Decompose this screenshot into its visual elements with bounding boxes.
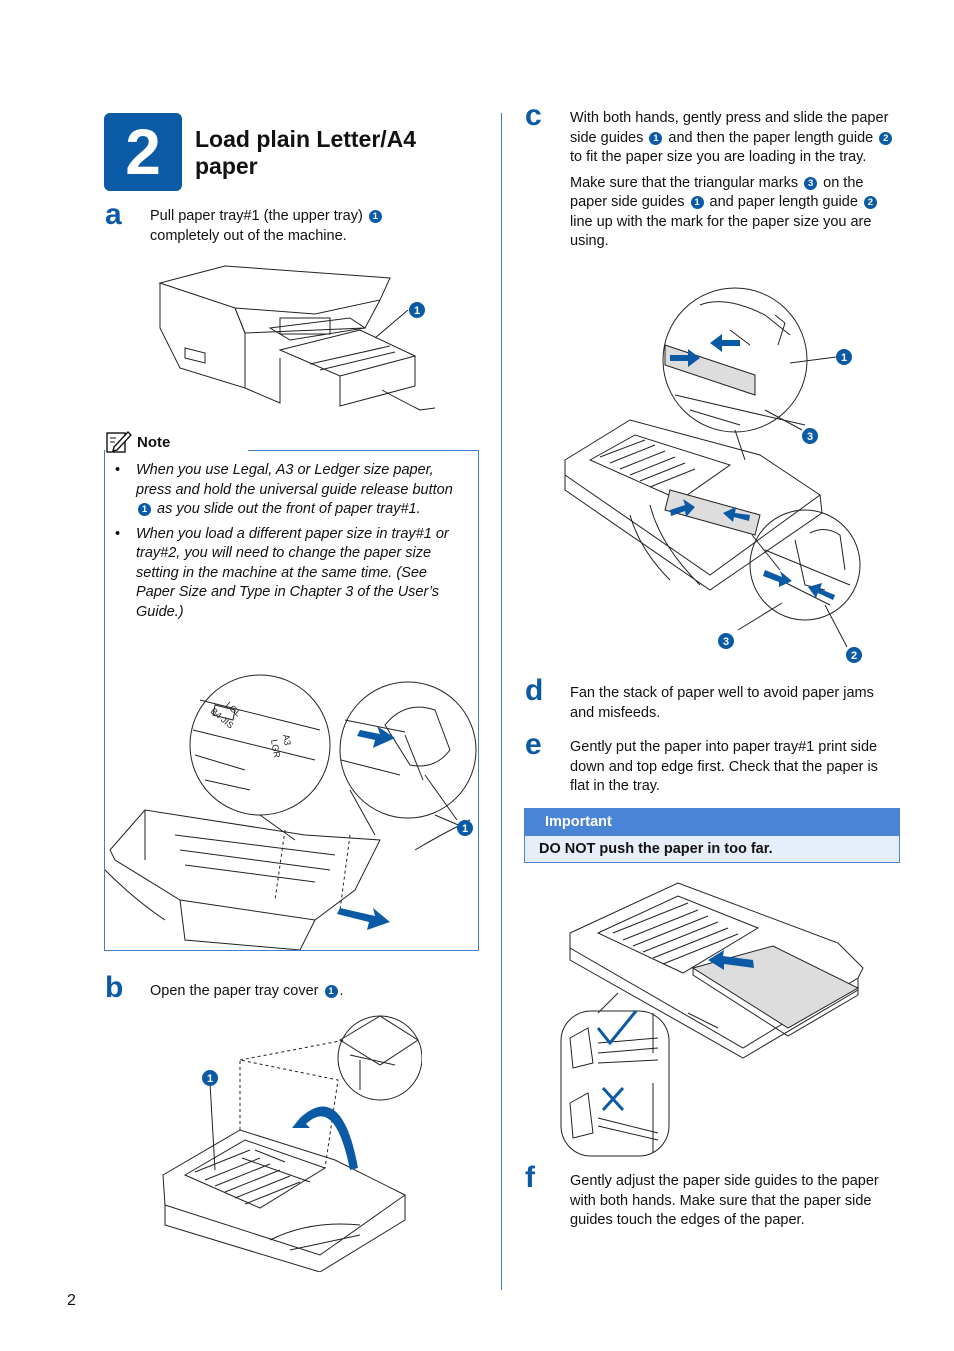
paper-loading-illustration xyxy=(560,882,864,1157)
callout-1: 1 xyxy=(690,196,704,209)
step-a-text: Pull paper tray#1 (the upper tray) 1 com… xyxy=(150,207,470,246)
slide-arrow-icon xyxy=(808,583,835,600)
pull-arrow-icon xyxy=(337,908,390,930)
callout-2: 2 xyxy=(863,196,877,209)
slide-arrow-icon xyxy=(670,349,700,367)
note-item2: When you load a different paper size in … xyxy=(136,525,449,620)
step-c-p2-d: line up with the mark for the paper size… xyxy=(570,213,872,250)
fig-note-callout: 1 xyxy=(462,823,468,835)
page-number: 2 xyxy=(67,1292,76,1309)
step-f-letter: f xyxy=(525,1161,535,1194)
check-icon xyxy=(596,1010,638,1046)
important-heading: Important xyxy=(524,808,900,836)
step-title: Load plain Letter/A4 paper xyxy=(195,126,417,179)
step-a-text-1: Pull paper tray#1 (the upper tray) xyxy=(150,208,363,224)
callout-1: 1 xyxy=(368,210,382,223)
step-b-text: Open the paper tray cover 1. xyxy=(150,982,470,1002)
note-item1-part1: When you use Legal, A3 or Ledger size pa… xyxy=(136,462,453,498)
push-arrow-icon xyxy=(357,726,395,748)
callout-1: 1 xyxy=(649,131,663,145)
callout-2: 2 xyxy=(879,131,893,145)
universal-guide-release-illustration: B4 JIS LGL A3 LGR 1 xyxy=(105,674,477,950)
open-tray-cover-illustration: 1 xyxy=(162,1015,422,1272)
step-a-letter: a xyxy=(105,198,122,231)
fig-c-callout-3b: 3 xyxy=(723,636,729,648)
slide-arrow-icon xyxy=(710,334,740,352)
step-f-text: Gently adjust the paper side guides to t… xyxy=(570,1173,879,1228)
step-b-end: . xyxy=(339,983,344,999)
note-pencil-icon xyxy=(106,430,132,453)
step-b-letter: b xyxy=(105,971,124,1004)
fig-b-callout: 1 xyxy=(207,1073,213,1085)
step-c-paragraph-1: With both hands, gently press and slide … xyxy=(570,109,900,168)
slide-arrow-icon xyxy=(670,499,695,517)
step-d-text: Fan the stack of paper well to avoid pap… xyxy=(570,685,874,721)
note-box xyxy=(104,450,479,951)
callout-1: 1 xyxy=(324,985,338,998)
step-c-p1-c: to fit the paper size you are loading in… xyxy=(570,149,867,165)
fig-a-callout: 1 xyxy=(414,305,420,317)
step-c-p1-b: and then the paper length guide xyxy=(668,129,874,146)
step-number-box: 2 xyxy=(104,113,182,191)
note-item: When you load a different paper size in … xyxy=(112,525,467,623)
step-b-text-main: Open the paper tray cover xyxy=(150,983,319,999)
column-divider xyxy=(501,113,502,1290)
fig-c-callout-1: 1 xyxy=(841,352,847,364)
callout-3: 3 xyxy=(804,176,818,190)
step-c-p1-a: With both hands, gently press and slide … xyxy=(570,110,889,146)
note-list: When you use Legal, A3 or Ledger size pa… xyxy=(112,461,467,627)
step-c-p2-c: and paper length guide xyxy=(709,194,858,210)
note-top-border xyxy=(248,450,479,451)
fig-c-callout-2: 2 xyxy=(851,650,857,662)
open-cover-arrow-icon xyxy=(300,1106,358,1170)
step-d-letter: d xyxy=(525,674,544,707)
fig-c-callout-3a: 3 xyxy=(807,431,813,443)
note-heading: Note xyxy=(106,430,170,454)
cross-icon xyxy=(601,1086,625,1112)
step-c-letter: c xyxy=(525,99,542,132)
callout-1: 1 xyxy=(138,503,151,516)
insert-arrow-icon xyxy=(708,950,754,970)
tray-mark-a3: A3 xyxy=(281,734,293,747)
step-c-paragraph-2: Make sure that the triangular marks 3 on… xyxy=(570,174,900,252)
step-e-letter: e xyxy=(525,728,542,761)
step-c-p2-a: Make sure that the triangular marks xyxy=(570,174,799,191)
slide-arrow-icon xyxy=(723,507,750,522)
slide-arrow-icon xyxy=(763,570,792,587)
step-number: 2 xyxy=(125,116,161,188)
printer-tray-illustration: 1 xyxy=(158,265,436,411)
important-text: DO NOT push the paper in too far. xyxy=(524,836,900,863)
note-item: When you use Legal, A3 or Ledger size pa… xyxy=(112,461,467,520)
note-heading-text: Note xyxy=(137,433,171,451)
step-e-text: Gently put the paper into paper tray#1 p… xyxy=(570,739,878,794)
tray-mark-lgr: LGR xyxy=(269,739,282,759)
step-c-text: With both hands, gently press and slide … xyxy=(570,109,900,252)
paper-guides-illustration: 1 3 3 2 xyxy=(564,287,862,663)
step-c-p2-b: on the paper side guides xyxy=(570,174,864,211)
note-item1-part2: as you slide out the front of paper tray… xyxy=(157,501,421,517)
step-a-text-2: completely out of the machine. xyxy=(150,227,347,244)
